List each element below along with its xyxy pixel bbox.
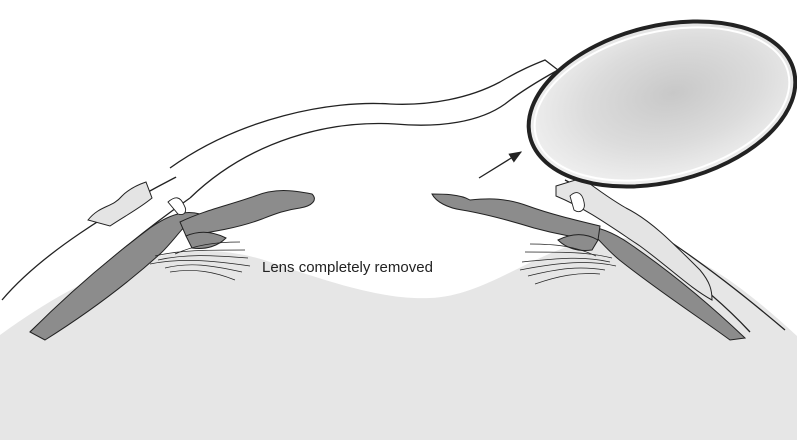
conjunctiva-left <box>88 182 152 226</box>
ciliary-process-left <box>186 232 226 248</box>
cornea-flap <box>170 60 558 198</box>
iris-left <box>180 191 314 237</box>
removal-arrow <box>479 152 521 178</box>
center-label: Lens completely removed <box>262 259 433 276</box>
